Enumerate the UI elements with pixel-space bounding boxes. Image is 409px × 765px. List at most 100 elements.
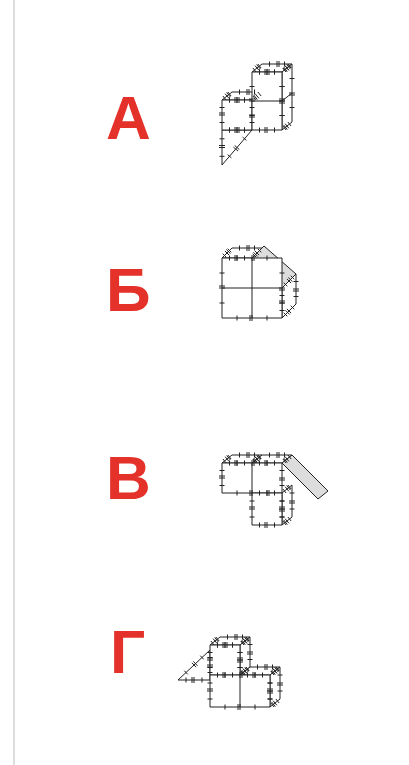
edge-tick — [280, 517, 285, 518]
edge-tick — [283, 489, 286, 493]
edge-tick — [257, 665, 258, 670]
edge-tick — [208, 652, 213, 653]
edge-tick — [249, 89, 250, 95]
edge-tick — [279, 507, 285, 508]
edge-tick — [220, 273, 225, 274]
edge-tick — [232, 673, 233, 678]
edge-tick — [220, 138, 225, 139]
edge-tick — [280, 310, 285, 311]
edge-tick — [239, 246, 240, 251]
edge-tick — [223, 642, 224, 648]
edge-tick — [240, 672, 241, 678]
edge-tick — [237, 658, 243, 659]
edge-tick — [284, 62, 285, 67]
edge-tick — [229, 128, 230, 133]
edge-tick — [225, 672, 226, 678]
edge-tick — [257, 64, 261, 69]
edge-tick — [250, 86, 255, 87]
edge-tick — [249, 115, 255, 116]
edge-tick — [293, 289, 299, 290]
edge-tick — [280, 86, 285, 87]
edge-tick — [217, 643, 218, 648]
edge-tick — [211, 641, 214, 645]
edge-tick — [253, 68, 256, 72]
edge-tick — [258, 92, 261, 96]
edge-tick — [239, 453, 240, 458]
edge-tick — [229, 98, 230, 103]
edge-tick — [262, 673, 263, 678]
edge-tick — [254, 453, 255, 458]
edge-tick — [208, 683, 213, 684]
edge-tick — [219, 113, 225, 114]
edge-tick — [259, 128, 260, 133]
edge-tick — [226, 250, 230, 254]
cube-net-g — [178, 637, 280, 707]
edge-tick — [288, 278, 292, 282]
edge-tick — [238, 667, 243, 668]
edge-tick — [237, 97, 238, 103]
edge-tick — [279, 511, 285, 512]
edge-tick — [279, 509, 285, 510]
edge-tick — [280, 485, 285, 486]
edge-tick — [288, 455, 291, 459]
edge-tick — [207, 691, 213, 692]
edge-tick — [267, 461, 268, 466]
edge-tick — [219, 286, 225, 287]
edge-tick — [239, 90, 240, 95]
edge-tick — [237, 127, 238, 133]
edge-tick — [268, 699, 273, 700]
edge-tick — [241, 641, 244, 645]
edge-tick — [229, 461, 230, 466]
fold-line — [252, 463, 253, 493]
edge-tick — [223, 96, 226, 100]
edge-tick — [240, 704, 241, 710]
edge-tick — [232, 643, 233, 648]
edge-tick — [274, 70, 275, 75]
edge-tick — [207, 689, 213, 690]
edge-tick — [223, 672, 224, 678]
edge-tick — [250, 315, 251, 321]
edge-tick — [290, 107, 295, 108]
edge-tick — [271, 671, 274, 675]
edge-tick — [225, 673, 226, 678]
edge-tick — [186, 678, 187, 683]
edge-tick — [238, 704, 239, 710]
edge-tick — [254, 460, 255, 466]
side-face — [282, 485, 292, 525]
edge-tick — [192, 677, 193, 683]
edge-tick — [293, 291, 299, 292]
edge-tick — [244, 98, 245, 103]
fold-line — [240, 675, 241, 707]
edge-tick — [277, 683, 283, 684]
edge-tick — [279, 480, 285, 481]
edge-tick — [233, 147, 238, 151]
folded-flap — [282, 455, 328, 499]
edge-tick — [287, 64, 291, 69]
edge-tick — [193, 661, 197, 665]
flap-face — [222, 130, 252, 165]
edge-tick — [249, 101, 255, 102]
edge-tick — [229, 128, 230, 133]
front-face — [222, 258, 282, 318]
fold-line — [282, 93, 292, 101]
edge-tick — [237, 127, 238, 133]
edge-tick — [247, 654, 253, 655]
edge-tick — [279, 288, 285, 289]
fold-line — [252, 101, 282, 102]
edge-tick — [237, 660, 243, 661]
edge-tick — [259, 70, 260, 75]
edge-tick — [284, 458, 288, 463]
edge-tick — [267, 460, 268, 466]
edge-tick — [208, 667, 213, 668]
edge-tick — [250, 115, 255, 116]
edge-tick — [290, 78, 295, 79]
edge-tick — [237, 634, 238, 640]
edge-tick — [253, 672, 254, 678]
edge-tick — [279, 290, 285, 291]
edge-tick — [277, 685, 283, 686]
edge-tick — [294, 296, 299, 297]
edge-tick — [268, 683, 273, 684]
edge-tick — [228, 155, 232, 158]
edge-tick — [284, 313, 288, 317]
edge-tick — [220, 156, 225, 157]
